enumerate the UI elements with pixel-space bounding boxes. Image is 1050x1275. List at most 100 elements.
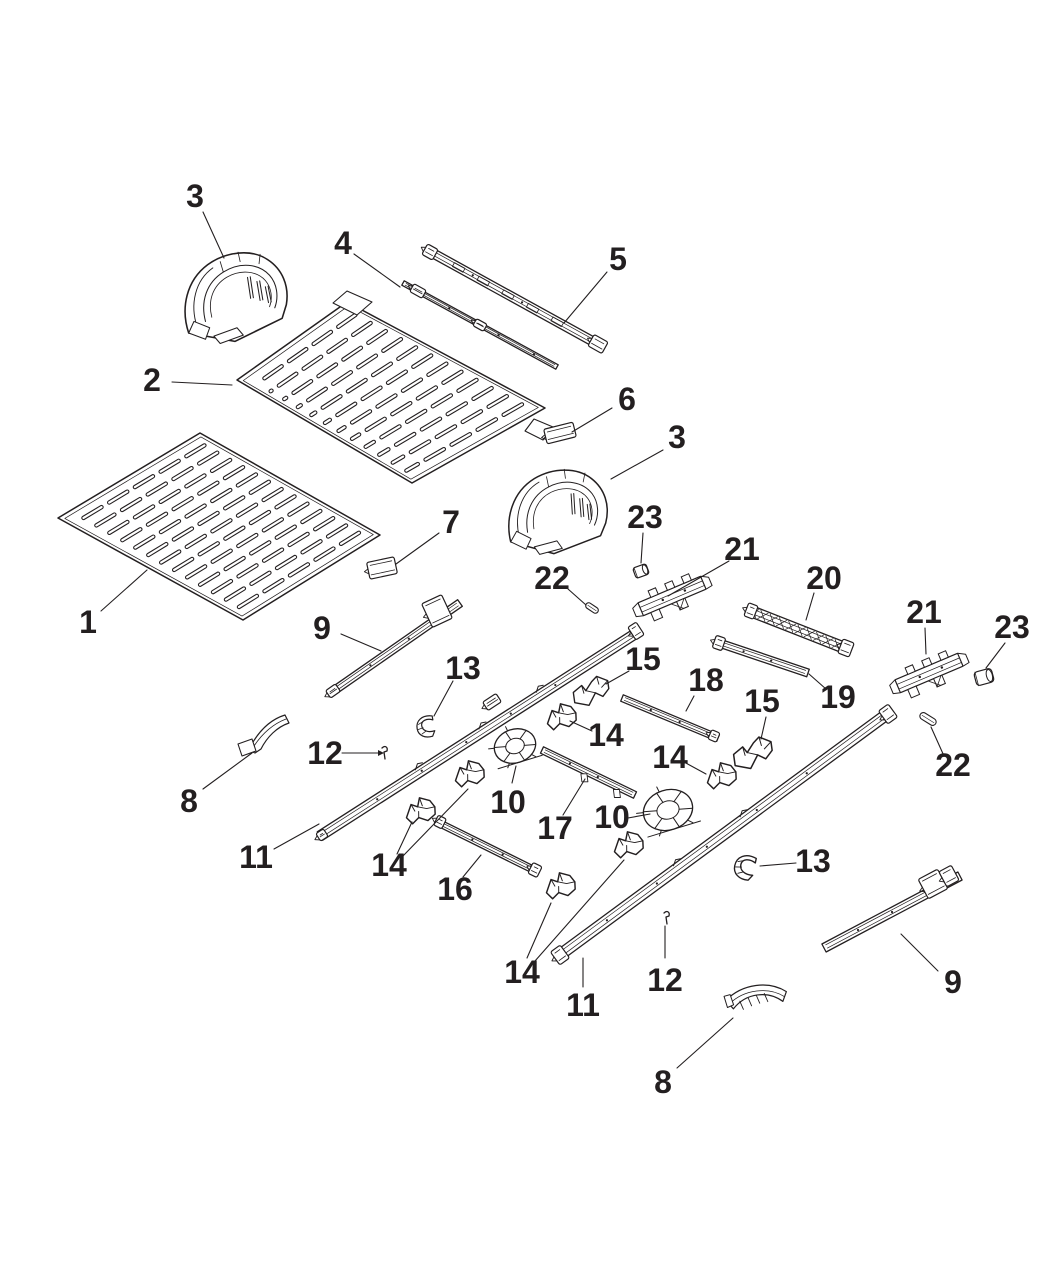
part-7-bracket (363, 556, 398, 580)
leader-line (395, 532, 440, 565)
leader-line (805, 592, 815, 621)
leader-line (511, 765, 517, 784)
part-21-bracket-assembly-right (889, 650, 970, 699)
part-number-label: 12 (307, 735, 343, 771)
part-number-label: 5 (609, 241, 627, 277)
callout-5: 5 (563, 241, 627, 324)
leader-line (353, 253, 401, 288)
leader-line (273, 823, 320, 850)
part-14-bracket (454, 760, 485, 788)
part-number-label: 3 (668, 419, 686, 455)
part-number-label: 9 (313, 610, 331, 646)
callout-4: 4 (334, 225, 401, 288)
callout-10: 10 (594, 799, 651, 835)
leader-line (433, 680, 454, 717)
part-11-longitudinal-rail-right (550, 704, 898, 965)
leader-arrowhead (378, 750, 384, 756)
leader-line (640, 532, 644, 564)
part-11-longitudinal-rail-left (314, 622, 645, 842)
part-16-rail (431, 815, 543, 878)
part-number-label: 12 (647, 962, 683, 998)
callout-14: 14 (652, 739, 707, 775)
leader-line (685, 695, 695, 712)
part-9-sill-rail-right (821, 865, 963, 953)
callout-14: 14 (569, 717, 624, 753)
part-number-label: 21 (724, 531, 760, 567)
part-9-sill-rail-left (324, 594, 463, 698)
part-number-label: 9 (944, 964, 962, 1000)
leader-line (569, 720, 593, 732)
part-number-label: 11 (239, 839, 273, 875)
leader-line (683, 761, 707, 775)
leader-line (676, 1017, 734, 1069)
part-number-label: 13 (445, 650, 481, 686)
part-13-clip-left (416, 715, 436, 738)
part-number-label: 10 (490, 784, 526, 820)
part-10-spring-seat (636, 786, 701, 838)
parts-layer (57, 243, 995, 1010)
part-6-bracket (541, 421, 577, 445)
callout-7: 7 (395, 504, 460, 565)
callout-23: 23 (985, 609, 1030, 669)
callout-21: 21 (667, 531, 760, 597)
part-3-wheelhouse-right (508, 468, 608, 555)
part-1-floor-panel-rear (57, 432, 381, 621)
leader-line (667, 560, 730, 597)
callout-11: 11 (566, 957, 600, 1023)
part-number-label: 14 (504, 954, 540, 990)
part-number-label: 3 (186, 178, 204, 214)
part-number-label: 14 (652, 739, 688, 775)
callout-23: 23 (627, 499, 663, 564)
part-8-bracket-right (723, 984, 787, 1010)
callout-13: 13 (433, 650, 481, 717)
callout-3: 3 (186, 178, 225, 259)
part-12-screw-right (663, 910, 670, 925)
part-14-bracket (546, 703, 577, 731)
leader-line (526, 902, 552, 959)
leader-line (930, 726, 945, 757)
leader-line (985, 642, 1006, 669)
callout-3: 3 (610, 419, 686, 480)
part-number-label: 15 (744, 683, 780, 719)
part-number-label: 7 (442, 504, 460, 540)
callout-9: 9 (900, 933, 962, 1000)
part-8-bracket-left (237, 714, 290, 757)
leader-line (534, 859, 625, 962)
part-number-label: 10 (594, 799, 630, 835)
part-15-bracket (732, 736, 773, 770)
callout-13: 13 (759, 843, 831, 879)
part-14-bracket (706, 762, 737, 790)
part-23-bushing-left (632, 563, 650, 579)
callout-8: 8 (654, 1017, 734, 1100)
part-number-label: 11 (566, 987, 600, 1023)
part-10-spring-seat (488, 726, 543, 770)
part-number-label: 19 (820, 679, 856, 715)
part-number-label: 4 (334, 225, 352, 261)
part-number-label: 20 (806, 560, 842, 596)
part-misc-small-flanges (481, 693, 502, 711)
part-22-pin-right (919, 712, 937, 726)
part-number-label: 15 (625, 641, 661, 677)
leader-line (340, 633, 382, 652)
leader-line (462, 854, 482, 878)
part-number-label: 16 (437, 871, 473, 907)
callout-14: 14 (504, 859, 625, 990)
part-14-brackets (405, 703, 737, 900)
leader-line (562, 778, 586, 816)
part-10-spring-seats (488, 726, 701, 838)
leader-line (567, 588, 587, 606)
callout-12: 12 (647, 925, 683, 998)
callout-16: 16 (437, 854, 482, 907)
leader-line (202, 752, 253, 790)
part-15-bracket (572, 675, 610, 707)
leader-line (900, 933, 939, 972)
leader-line (571, 407, 613, 433)
part-15-brackets (572, 675, 773, 770)
part-number-label: 14 (588, 717, 624, 753)
callout-18: 18 (685, 662, 724, 712)
part-23-bushing-right (973, 668, 995, 687)
part-number-label: 8 (180, 783, 198, 819)
callout-1: 1 (79, 569, 148, 640)
